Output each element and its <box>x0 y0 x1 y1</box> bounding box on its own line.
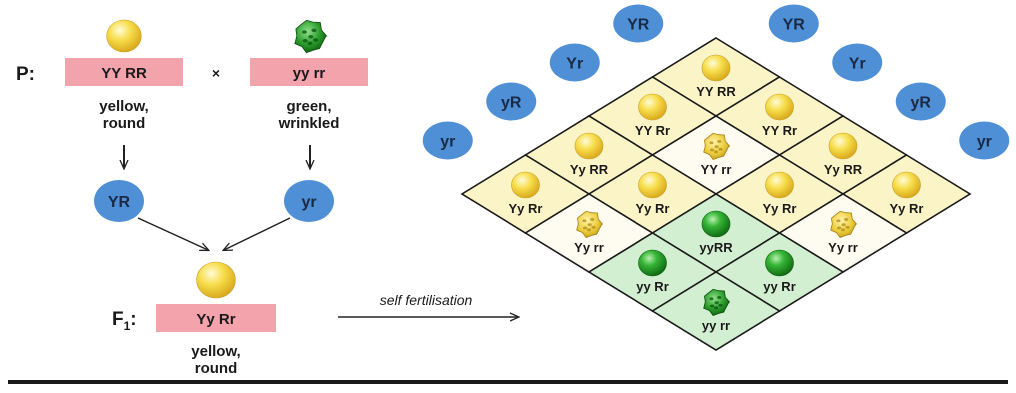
parent2-phenotype-line2: wrinkled <box>278 115 340 132</box>
punnett-cell-genotype: Yy Rr <box>763 201 797 216</box>
f1-label-main: F <box>112 309 124 330</box>
punnett-cell-pea-icon <box>765 249 794 277</box>
f1-label: F1: <box>112 309 137 333</box>
punnett-cell-genotype: YY Rr <box>635 123 670 138</box>
gamete-label: yr <box>977 134 992 151</box>
parent1-gamete-circle <box>94 180 144 222</box>
parent1-gamete-label: YR <box>108 194 131 211</box>
parent2-pea-icon <box>294 19 328 54</box>
gamete-circle <box>832 43 883 82</box>
punnett-cell-genotype: Yy RR <box>570 162 609 177</box>
f1-pea-icon <box>196 261 236 299</box>
self-fertilisation-arrow: self fertilisation <box>338 292 518 317</box>
parent1-genotype: YY RR <box>101 65 147 82</box>
punnett-cell-genotype: Yy Rr <box>890 201 924 216</box>
punnett-left-gamete: yr <box>422 121 473 160</box>
punnett-cell-pea-icon <box>830 210 858 238</box>
f1-label-subscript: 1 <box>124 319 131 333</box>
punnett-cell-genotype: yy rr <box>702 318 730 333</box>
f1-phenotype-line1: yellow, <box>191 343 240 360</box>
gamete-circle <box>895 82 946 121</box>
parent1-phenotype-line2: round <box>103 115 146 132</box>
parental-generation: P: YY RR yellow, round × yy rr green, wr… <box>16 19 368 250</box>
punnett-cell-genotype: Yy RR <box>824 162 863 177</box>
gamete-label: YR <box>627 17 650 34</box>
gamete-circle <box>768 4 819 43</box>
punnett-cell-genotype: yy Rr <box>636 279 669 294</box>
gamete-label: YR <box>783 17 806 34</box>
punnett-right-gamete: Yr <box>832 43 883 82</box>
parent2-genotype: yy rr <box>293 65 326 82</box>
gamete-circle <box>486 82 537 121</box>
punnett-cell-pea-icon <box>638 249 667 277</box>
f1-generation: F1: Yy Rr yellow, round <box>112 261 276 377</box>
gamete-circle <box>549 43 600 82</box>
punnett-cell-genotype: yy Rr <box>763 279 796 294</box>
punnett-cell-pea-icon <box>574 132 604 160</box>
punnett-cell-genotype: Yy rr <box>574 240 604 255</box>
gamete-label: Yr <box>849 56 866 73</box>
parent2-genotype-box <box>250 58 368 86</box>
parent2-phenotype-line1: green, <box>286 98 331 115</box>
punnett-cell-pea-icon <box>892 171 921 199</box>
punnett-cell-pea-icon <box>828 132 858 160</box>
gamete-label: yR <box>911 95 932 112</box>
punnett-square: YY RR YY Rr Yy RR Yy Rr YY Rr YY rr Yy Rr Yy rr… <box>422 4 1010 351</box>
self-fertilisation-label: self fertilisation <box>380 292 473 308</box>
punnett-cell-pea-icon <box>701 54 731 82</box>
parent1-genotype-box <box>65 58 183 86</box>
punnett-cell-genotype: yyRR <box>699 240 733 255</box>
fusion-arrow-right <box>224 217 291 250</box>
gamete-label: Yr <box>566 56 583 73</box>
punnett-cell-genotype: YY Rr <box>762 123 797 138</box>
f1-genotype: Yy Rr <box>196 311 235 328</box>
punnett-cell-pea-icon <box>511 171 540 199</box>
punnett-right-gamete: yr <box>959 121 1010 160</box>
f1-phenotype-line2: round <box>195 360 238 377</box>
parental-label: P: <box>16 64 35 85</box>
punnett-cell-genotype: Yy Rr <box>636 201 670 216</box>
punnett-left-gamete: yR <box>486 82 537 121</box>
punnett-cell: yy rr <box>650 271 782 351</box>
punnett-cell-pea-icon <box>638 171 667 199</box>
gamete-label: yR <box>501 95 522 112</box>
f1-genotype-box <box>156 304 276 332</box>
punnett-cell-pea-icon <box>765 93 794 121</box>
gamete-circle <box>613 4 664 43</box>
fusion-arrow-left <box>137 217 208 250</box>
punnett-cell-pea-icon <box>703 288 731 316</box>
bottom-rule <box>8 380 1008 384</box>
parent2-gamete-circle <box>284 180 334 222</box>
punnett-left-gamete: YR <box>613 4 664 43</box>
punnett-cell-pea-icon <box>638 93 667 121</box>
parent1-phenotype-line1: yellow, <box>99 98 148 115</box>
parent1-pea-icon <box>106 19 142 53</box>
punnett-cell-genotype: YY RR <box>696 84 736 99</box>
punnett-cell-genotype: Yy rr <box>828 240 858 255</box>
punnett-cell-genotype: Yy Rr <box>509 201 543 216</box>
punnett-cell-pea-icon <box>701 210 731 238</box>
punnett-cell-pea-icon <box>576 210 604 238</box>
parent2-gamete-label: yr <box>301 194 316 211</box>
punnett-cell-pea-icon <box>765 171 794 199</box>
punnett-right-gamete: YR <box>768 4 819 43</box>
punnett-cell-genotype: YY rr <box>701 162 732 177</box>
f1-label-colon: : <box>130 309 136 330</box>
punnett-cell-pea-icon <box>703 132 731 160</box>
cross-symbol: × <box>212 65 220 81</box>
gamete-circle <box>422 121 473 160</box>
punnett-right-gamete: yR <box>895 82 946 121</box>
punnett-left-gamete: Yr <box>549 43 600 82</box>
gamete-label: yr <box>440 134 455 151</box>
gamete-circle <box>959 121 1010 160</box>
